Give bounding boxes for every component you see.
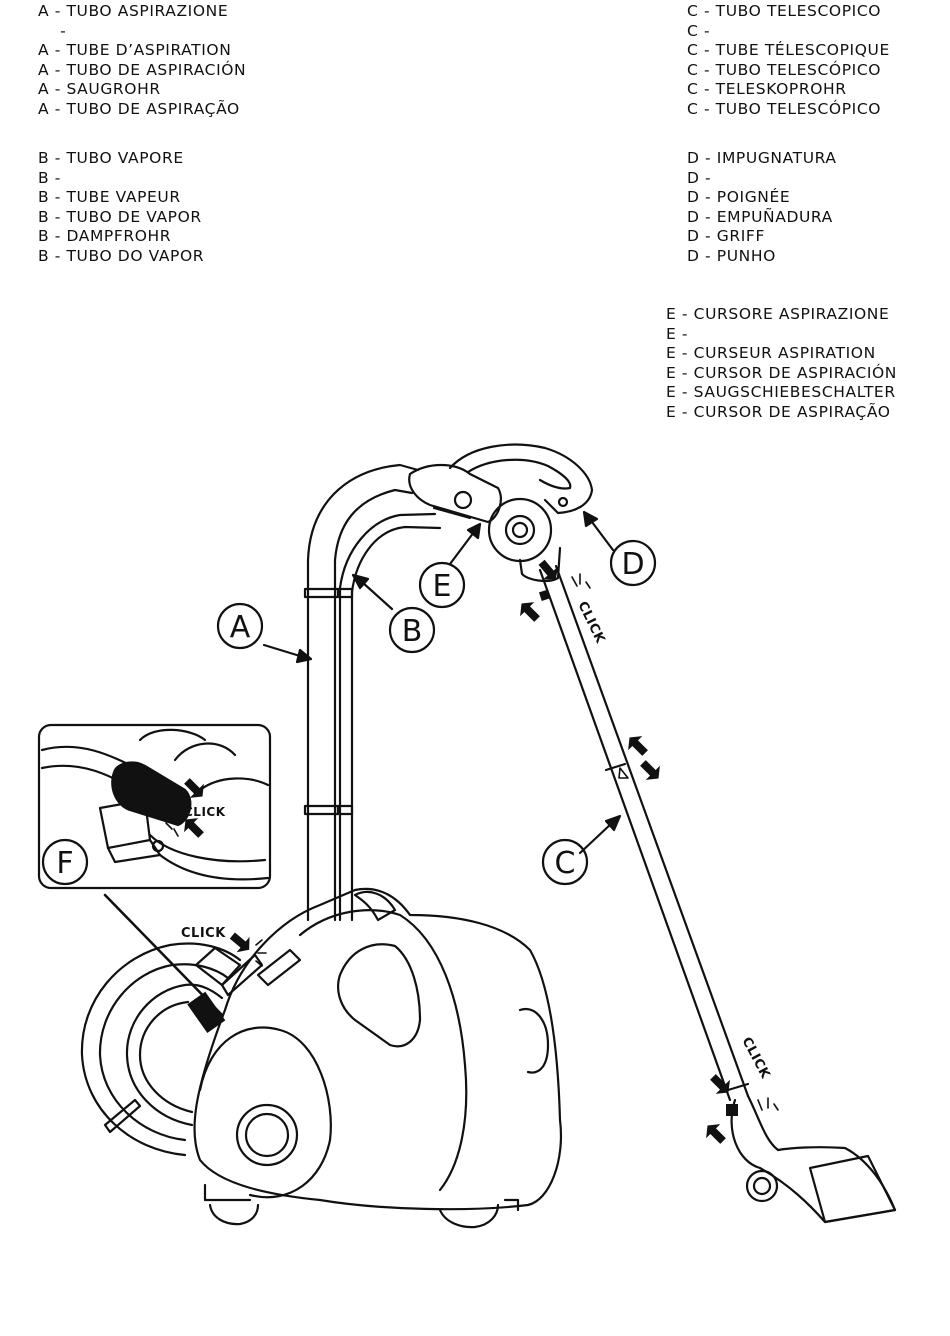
legend-d: D - IMPUGNATURA D - D - POIGNÉE D - EMPU… xyxy=(687,149,837,267)
legend-line: C - TUBO TELESCOPICO xyxy=(687,2,882,20)
legend-line: B - xyxy=(38,168,61,187)
canister-body xyxy=(193,887,562,1229)
legend-line: C - TELESKOPROHR xyxy=(687,80,847,99)
legend-line: D - GRIFF xyxy=(687,227,765,246)
legend-line: C - xyxy=(687,21,711,40)
legend-line: E - CURSOR DE ASPIRACIÓN xyxy=(666,363,897,382)
telescopic-tube xyxy=(538,564,750,1102)
callout-c-letter: C xyxy=(555,846,576,881)
legend-line: A - TUBO ASPIRAZIONE xyxy=(38,2,229,20)
legend-line: E - xyxy=(666,324,689,343)
legend-line: C - TUBO TELESCÓPICO xyxy=(687,99,882,118)
legend-line: A - SAUGROHR xyxy=(38,80,161,99)
hose-connector xyxy=(103,893,302,1034)
callout-c: C xyxy=(541,838,589,886)
click-label-top: CLICK xyxy=(574,599,607,646)
click-label-inset: CLICK xyxy=(184,805,226,819)
callout-a-letter: A xyxy=(230,610,251,645)
legend-line: D - POIGNÉE xyxy=(687,188,791,207)
callout-d: D xyxy=(609,539,657,587)
floor-nozzle xyxy=(730,1094,897,1224)
legend-line: A - TUBO DE ASPIRAÇÃO xyxy=(38,99,240,118)
legend-line: B - TUBO DO VAPOR xyxy=(38,246,205,265)
inset-detail xyxy=(37,723,272,890)
callout-b: B xyxy=(388,606,436,654)
legend-line: D - xyxy=(687,168,712,187)
callout-b-letter: B xyxy=(402,614,423,649)
legend-line: D - PUNHO xyxy=(687,246,776,265)
legend-line: E - SAUGSCHIEBESCHALTER xyxy=(666,383,896,402)
legend-line: - xyxy=(38,21,67,40)
handle xyxy=(408,443,594,583)
callout-e: E xyxy=(418,561,466,609)
legend-a: A - TUBO ASPIRAZIONE - A - TUBE D’ASPIRA… xyxy=(38,2,246,120)
legend-line: D - EMPUÑADURA xyxy=(687,207,833,226)
push-arrows xyxy=(184,559,738,1144)
legend-line: A - TUBE D’ASPIRATION xyxy=(38,41,232,60)
click-label-body: CLICK xyxy=(181,926,226,941)
legend-line: C - TUBE TÉLESCOPIQUE xyxy=(687,41,890,60)
legend-b: B - TUBO VAPORE B - B - TUBE VAPEUR B - … xyxy=(38,149,204,267)
callout-e-letter: E xyxy=(433,569,452,604)
legend-line: B - TUBE VAPEUR xyxy=(38,188,181,207)
callout-a: A xyxy=(216,602,264,650)
legend-line: E - CURSOR DE ASPIRAÇÃO xyxy=(666,402,891,421)
hoses xyxy=(303,463,442,922)
legend-line: B - TUBO VAPORE xyxy=(38,149,184,167)
legend-line: A - TUBO DE ASPIRACIÓN xyxy=(38,60,247,79)
callout-f: F xyxy=(41,838,89,886)
legend-e: E - CURSORE ASPIRAZIONE E - E - CURSEUR … xyxy=(666,305,897,423)
legend-line: E - CURSORE ASPIRAZIONE xyxy=(666,305,890,323)
pointer-arrows xyxy=(262,510,622,855)
callout-f-letter: F xyxy=(56,846,73,881)
click-label-bottom: CLICK xyxy=(738,1035,772,1082)
legend-line: B - TUBO DE VAPOR xyxy=(38,207,202,226)
legend-c: C - TUBO TELESCOPICO C - C - TUBE TÉLESC… xyxy=(687,2,890,120)
click-ticks xyxy=(165,573,779,1111)
legend-line: E - CURSEUR ASPIRATION xyxy=(666,344,876,363)
legend-line: D - IMPUGNATURA xyxy=(687,149,837,167)
legend-line: C - TUBO TELESCÓPICO xyxy=(687,60,882,79)
legend-line: B - DAMPFROHR xyxy=(38,227,172,246)
hose-coil xyxy=(80,942,242,1157)
callout-d-letter: D xyxy=(621,547,644,582)
